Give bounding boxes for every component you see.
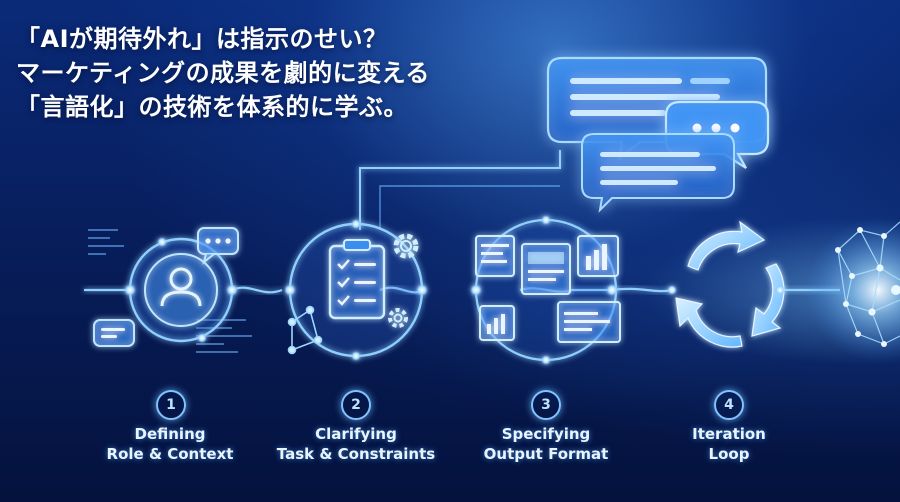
step-3-subtitle: Output Format: [483, 445, 609, 463]
step-2-title: Clarifying: [315, 425, 397, 443]
neural-network-icon: [806, 218, 900, 362]
code-lines-decoration: [88, 229, 252, 353]
step-3-number: 3: [531, 390, 561, 420]
step-2-label: Clarifying Task & Constraints: [256, 424, 456, 464]
headline-line-2: マーケティングの成果を劇的に変える: [16, 59, 430, 87]
chat-bubble-small: [581, 133, 735, 213]
step-4-title: Iteration: [692, 425, 766, 443]
step-4-label: Iteration Loop: [629, 424, 829, 464]
step-1-illustration: [93, 227, 239, 347]
node-graph-icon: [287, 305, 323, 355]
step-3-title: Specifying: [501, 425, 591, 443]
step-3-illustration: [470, 215, 621, 365]
step-4-illustration: [667, 220, 785, 348]
step-4-number: 4: [714, 390, 744, 420]
step-1-label: Defining Role & Context: [70, 424, 270, 464]
step-1-subtitle: Role & Context: [106, 445, 234, 463]
step-2-illustration: [284, 219, 428, 361]
chat-dots-icon: [197, 227, 239, 265]
gear-icon-small: [388, 308, 408, 328]
headline-line-1: 「AIが期待外れ」は指示のせい？: [16, 25, 388, 53]
step-2-number: 2: [341, 390, 371, 420]
step-1-number: 1: [156, 390, 186, 420]
dashboard-layout-icon: [475, 235, 621, 343]
clipboard-checklist-icon: [328, 239, 386, 320]
bubble-connector: [359, 150, 561, 230]
step-3-label: Specifying Output Format: [446, 424, 646, 464]
message-icon: [93, 319, 135, 347]
headline-line-3: 「言語化」の技術を体系的に学ぶ。: [16, 93, 408, 121]
cycle-arrows-icon: [675, 220, 785, 348]
step-2-subtitle: Task & Constraints: [276, 445, 436, 463]
gear-icon: [393, 233, 419, 259]
step-1-title: Defining: [134, 425, 206, 443]
headline: 「AIが期待外れ」は指示のせい？ マーケティングの成果を劇的に変える 「言語化」…: [16, 22, 430, 124]
step-4-subtitle: Loop: [708, 445, 750, 463]
bubble-connector-2: [379, 185, 560, 230]
person-icon: [160, 267, 202, 307]
